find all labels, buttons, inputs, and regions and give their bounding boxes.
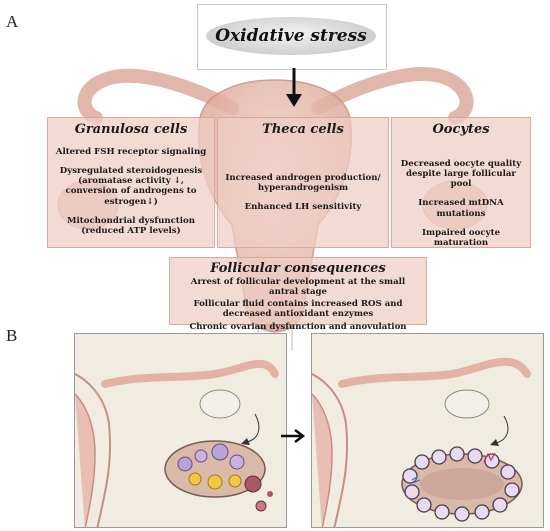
right-arrow-icon (281, 429, 306, 443)
follicular-title: Follicular consequences (210, 261, 386, 276)
granulosa-item: Dysregulated steroidogenesis (aromatase … (59, 166, 203, 207)
title-text: Oxidative stress (215, 26, 367, 46)
granulosa-title: Granulosa cells (74, 122, 188, 137)
granulosa-item: Mitochondrial dysfunction (reduced ATP l… (66, 215, 196, 236)
granulosa-item: Altered FSH receptor signaling (55, 147, 207, 157)
theca-item: Enhanced LH sensitivity (244, 202, 362, 213)
follicular-item: Follicular fluid contains increased ROS … (193, 299, 403, 319)
panel-b-label: B (6, 326, 18, 345)
title-box: Oxidative stress (197, 4, 387, 70)
theca-cells-box: Theca cells Increased androgen productio… (217, 117, 389, 248)
title-ellipse: Oxidative stress (206, 17, 376, 55)
pcos-ovary-illustration (312, 357, 531, 527)
follicular-item: Chronic ovarian dysfunction and anovulat… (189, 321, 407, 332)
granulosa-cells-box: Granulosa cells Altered FSH receptor sig… (47, 117, 215, 248)
pcos-ovary-panel (311, 333, 544, 528)
theca-item: Increased androgen production/ hyperandr… (225, 173, 381, 194)
follicular-item: Arrest of follicular development at the … (190, 277, 406, 297)
oocytes-title: Oocytes (432, 122, 490, 137)
down-arrow-icon (286, 68, 302, 107)
normal-ovary-illustration (75, 360, 279, 527)
panel-a-label: A (6, 12, 19, 31)
oocytes-box: Oocytes Decreased oocyte quality despite… (391, 117, 531, 248)
follicular-consequences-box: Follicular consequences Arrest of follic… (169, 257, 427, 331)
oocytes-item: Decreased oocyte quality despite large f… (400, 159, 522, 190)
theca-title: Theca cells (262, 122, 344, 137)
normal-ovary-panel (74, 333, 287, 528)
oocytes-item: Impaired oocyte maturation (421, 227, 501, 248)
oocytes-item: Increased mtDNA mutations (418, 198, 504, 219)
